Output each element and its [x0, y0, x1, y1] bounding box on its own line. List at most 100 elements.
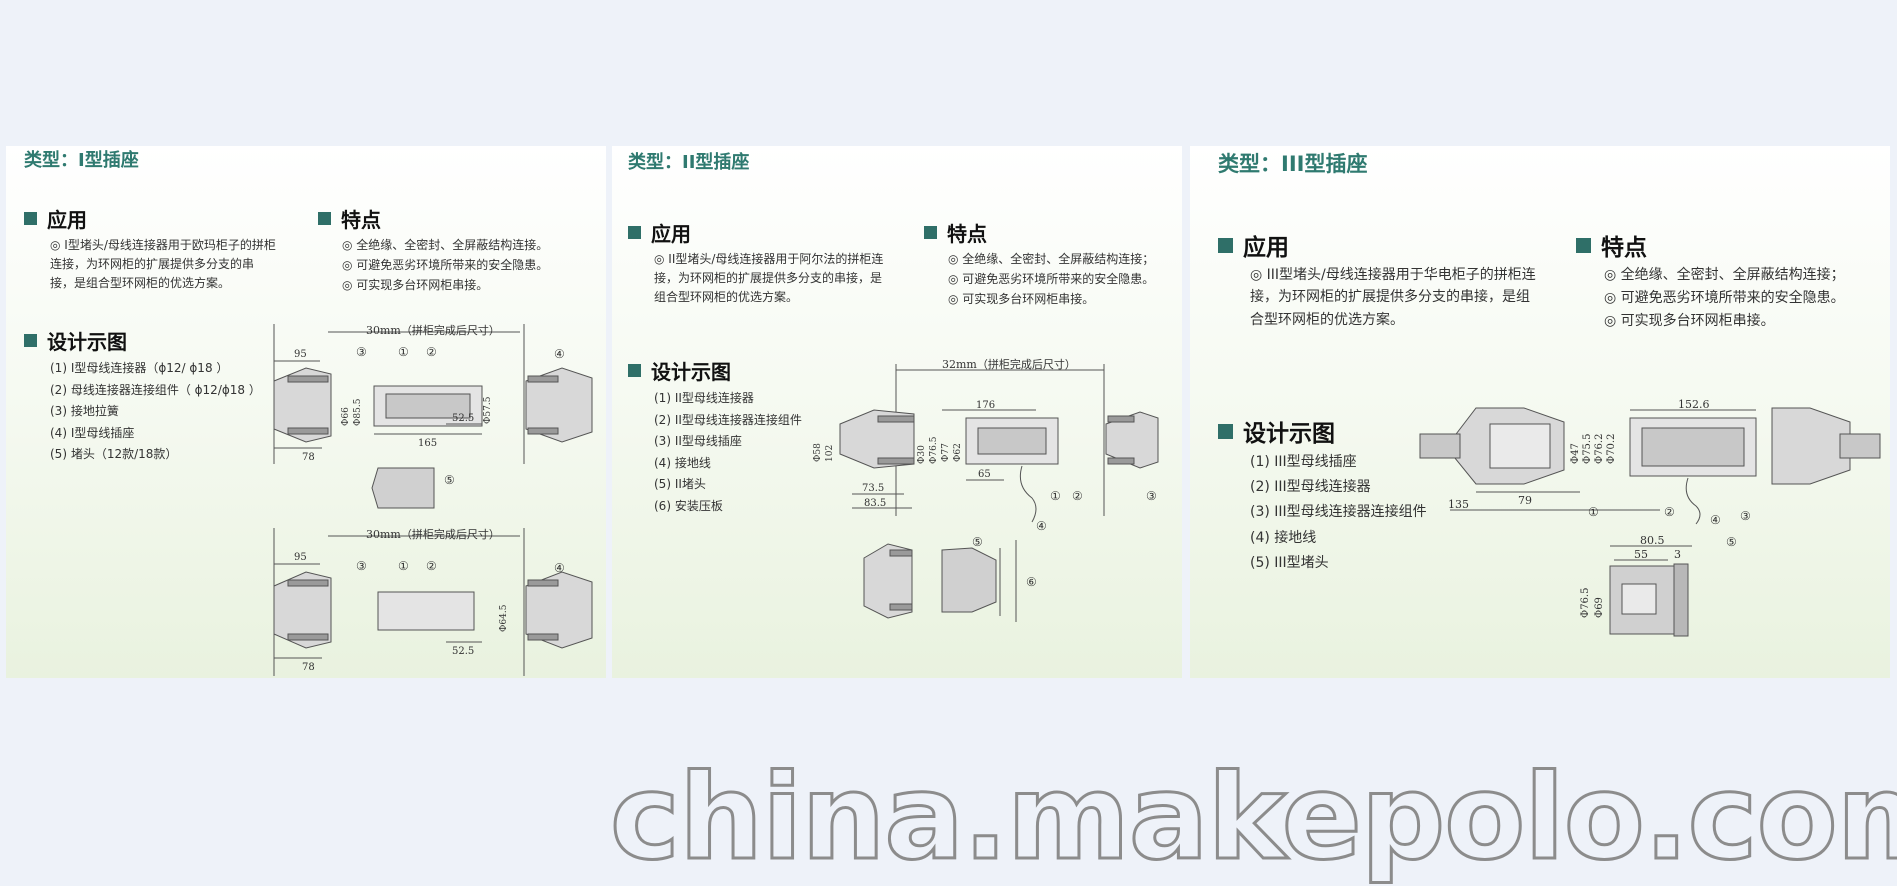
application-text: ◎ III型堵头/母线连接器用于华电柜子的拼柜连接，为环网柜的扩展提供多分支的串…	[1250, 267, 1536, 328]
callout-number: ③	[356, 559, 367, 573]
bushing-right	[525, 367, 593, 443]
dimension-label: 79	[1518, 494, 1532, 507]
dimension-label: 102	[825, 445, 835, 462]
dimension-label: 73.5	[862, 483, 884, 494]
dimension-label: Φ30	[917, 445, 927, 464]
part-item: (2) III型母线连接器	[1250, 479, 1371, 496]
panel-type-3: 类型：III型插座 应用 ◎ III型堵头/母线连接器用于华电柜子的拼柜连接，为…	[1190, 146, 1890, 678]
part-item: (5) II堵头	[654, 477, 706, 492]
bushing-left	[273, 571, 332, 649]
dimension-label: Φ70.2	[1606, 434, 1617, 464]
part-item: (1) III型母线插座	[1250, 454, 1357, 470]
dimension-label: 52.5	[452, 646, 474, 657]
part-item: (2) 母线连接器连接组件（ ϕ12/ϕ18 ）	[50, 382, 261, 397]
technical-drawing: 79 135 Φ47 Φ75.5 Φ76.2 Φ70.2 152.6 ① ② ④…	[1419, 398, 1881, 637]
callout-number: ④	[554, 561, 565, 575]
bushing-right	[525, 571, 593, 649]
feature-item: ◎ 可实现多台环网柜串接。	[948, 291, 1095, 306]
dimension-label: 152.6	[1678, 398, 1710, 411]
features-list: ◎ 全绝缘、全密封、全屏蔽结构连接； ◎ 可避免恶劣环境所带来的安全隐患。 ◎ …	[948, 250, 1154, 309]
watermark-text: china.makepolo.com	[609, 747, 1897, 886]
callout-number: ④	[1036, 519, 1047, 533]
part-item: (4) 接地线	[1250, 529, 1317, 546]
dimension-label: Φ76.5	[929, 436, 939, 464]
dimension-label: 95	[294, 552, 307, 563]
bullet-square-icon	[318, 212, 331, 225]
dimension-label: Φ85.5	[353, 398, 363, 426]
application-text: ◎ II型堵头/母线连接器用于阿尔法的拼柜连接，为环网柜的扩展提供多分支的串接，…	[654, 252, 884, 305]
callout-number: ⑤	[972, 535, 983, 549]
bullet-square-icon	[924, 226, 937, 239]
design-parts-list: (1) I型母线连接器（ϕ12/ ϕ18 ） (2) 母线连接器连接组件（ ϕ1…	[50, 358, 261, 466]
callout-number: ②	[426, 345, 437, 359]
feature-item: ◎ 可实现多台环网柜串接。	[342, 277, 489, 292]
part-item: (3) II型母线插座	[654, 434, 742, 449]
feature-item: ◎ 全绝缘、全密封、全屏蔽结构连接；	[1604, 267, 1845, 283]
callout-number: ①	[398, 345, 409, 359]
callout-number: ④	[1710, 513, 1721, 527]
callout-number: ⑤	[1726, 535, 1737, 549]
callout-number: ③	[1740, 509, 1751, 523]
dimension-label: Φ75.5	[1582, 434, 1593, 464]
bullet-square-icon	[1218, 423, 1233, 439]
callout-number: ⑥	[1026, 575, 1037, 589]
busbar-connector	[377, 591, 475, 631]
design-parts-list: (1) II型母线连接器 (2) II型母线连接器连接组件 (3) II型母线插…	[654, 388, 802, 518]
part-item: (5) 堵头（12款/18款）	[50, 447, 178, 462]
application-text: ◎ I型堵头/母线连接器用于欧玛柜子的拼柜连接，为环网柜的扩展提供多分支的串接，…	[50, 238, 276, 291]
callout-number: ②	[426, 559, 437, 573]
features-list: ◎ 全绝缘、全密封、全屏蔽结构连接。 ◎ 可避免恶劣环境所带来的安全隐患。 ◎ …	[342, 236, 548, 295]
callout-number: ④	[554, 347, 565, 361]
part-item: (4) I型母线插座	[50, 425, 135, 440]
bushing-right	[1771, 407, 1851, 485]
callout-number: ②	[1072, 489, 1083, 503]
callout-number: ①	[1050, 489, 1061, 503]
design-heading: 设计示图	[1218, 414, 1335, 448]
feature-item: ◎ 全绝缘、全密封、全屏蔽结构连接；	[948, 252, 1155, 266]
feature-item: ◎ 可实现多台环网柜串接。	[1604, 313, 1775, 330]
bullet-square-icon	[1576, 237, 1591, 253]
dimension-label: 30mm（拼柜完成后尺寸）	[366, 527, 500, 541]
socket-assembly	[863, 543, 913, 619]
design-heading: 设计示图	[628, 356, 731, 385]
callout-number: ①	[398, 559, 409, 573]
panel-type-2: 类型：II型插座 应用 ◎ II型堵头/母线连接器用于阿尔法的拼柜连接，为环网柜…	[612, 146, 1182, 678]
features-list: ◎ 全绝缘、全密封、全屏蔽结构连接； ◎ 可避免恶劣环境所带来的安全隐患。 ◎ …	[1604, 264, 1845, 333]
dimension-label: Φ66	[341, 407, 351, 426]
bushing-left	[273, 367, 332, 443]
feature-item: ◎ 可避免恶劣环境所带来的安全隐患。	[948, 271, 1155, 286]
dimension-label: 95	[294, 349, 307, 360]
dimension-label: Φ77	[941, 443, 951, 462]
callout-number: ⑤	[444, 473, 455, 487]
part-item: (3) III型母线连接器连接组件	[1250, 504, 1427, 521]
callout-number: ③	[356, 345, 367, 359]
dimension-label: Φ47	[1570, 443, 1581, 464]
bullet-square-icon	[1218, 237, 1233, 253]
callout-number: ③	[1146, 489, 1157, 503]
dimension-label: 176	[976, 400, 995, 411]
part-item: (4) 接地线	[654, 455, 711, 470]
dimension-label: 55	[1634, 548, 1648, 561]
application-heading: 应用	[1218, 228, 1289, 262]
part-item: (2) II型母线连接器连接组件	[654, 412, 802, 427]
dimension-label: Φ62	[953, 443, 963, 462]
plug-cap	[371, 467, 435, 509]
dimension-label: Φ69	[1594, 597, 1605, 618]
dimension-label: 52.5	[452, 413, 474, 424]
technical-drawing: 30mm（拼柜完成后尺寸） 95 78 Φ66 Φ85.5 165 52.5 Φ…	[273, 323, 593, 676]
part-item: (6) 安装压板	[654, 498, 723, 513]
dimension-label: 165	[418, 438, 437, 449]
design-heading: 设计示图	[24, 326, 127, 355]
dimension-label: Φ76.5	[1580, 588, 1591, 618]
dimension-label: 78	[302, 662, 315, 673]
part-item: (3) 接地拉簧	[50, 404, 119, 419]
bullet-square-icon	[24, 212, 37, 225]
design-parts-list: (1) III型母线插座 (2) III型母线连接器 (3) III型母线连接器…	[1250, 450, 1427, 576]
type-title: 类型：II型插座	[628, 152, 750, 173]
dimension-label: 83.5	[864, 498, 886, 509]
plug-cap	[941, 547, 997, 613]
dimension-label: Φ76.2	[1594, 434, 1605, 464]
bullet-square-icon	[628, 364, 641, 377]
feature-item: ◎ 可避免恶劣环境所带来的安全隐患。	[1604, 290, 1845, 307]
bushing-right	[1105, 411, 1159, 469]
